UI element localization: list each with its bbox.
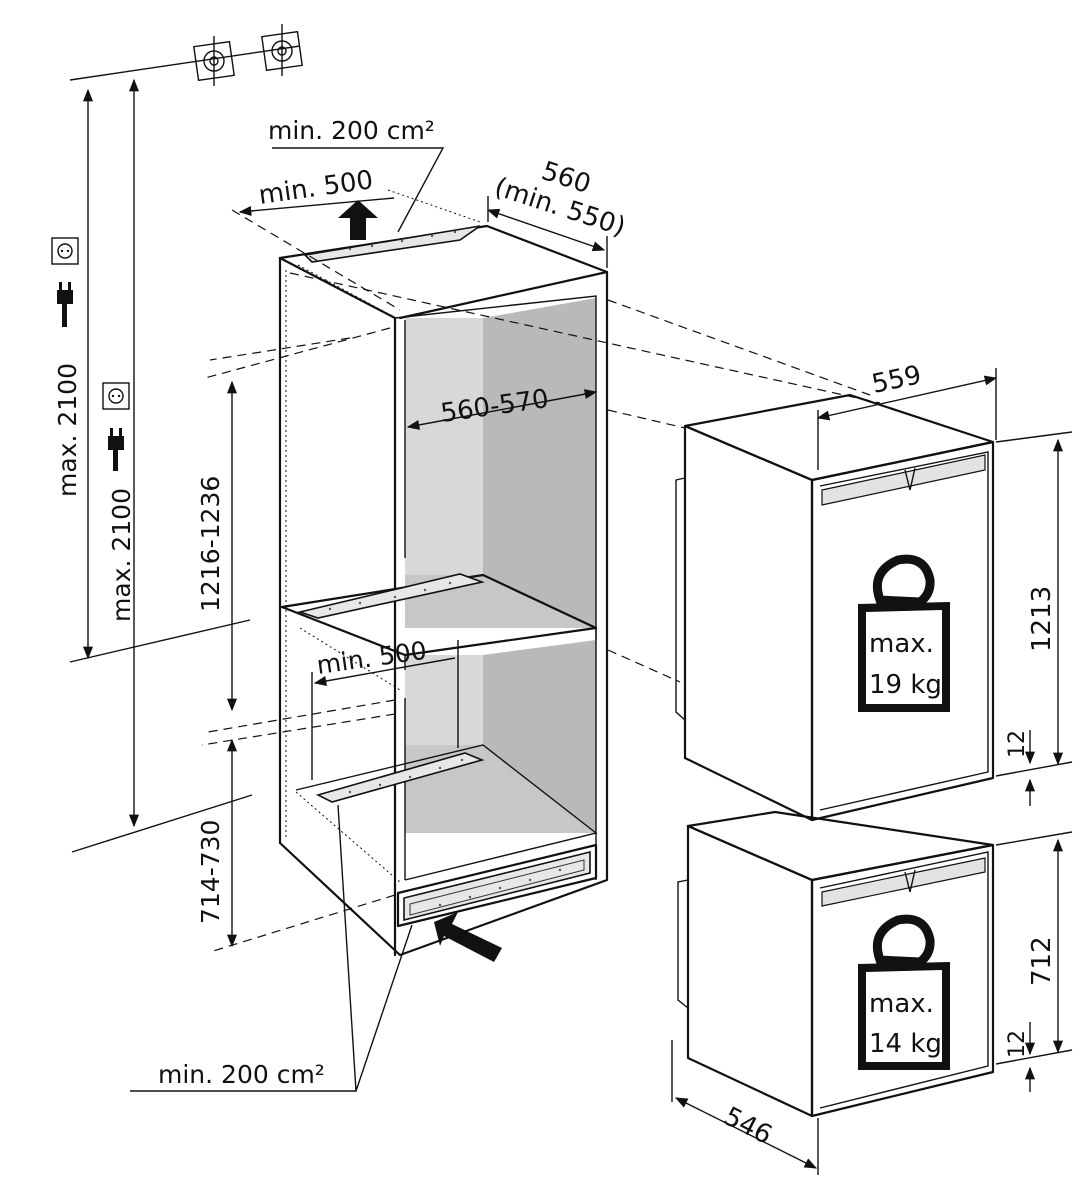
socket-height-label-2: max. 2100: [107, 488, 136, 622]
upper-width-label: 559: [869, 360, 924, 400]
weight-icon-lower: [858, 914, 950, 1070]
upper-height-label: 1213: [1027, 586, 1057, 652]
airflow-in-arrow: [434, 912, 502, 962]
socket-symbol-upper: [51, 237, 79, 265]
lower-appliance: [677, 810, 995, 1118]
outlet-crosshair-icon-1: [193, 36, 235, 86]
lower-weight-line1: max.: [869, 989, 934, 1019]
lower-gap-label: 12: [1005, 1030, 1030, 1058]
upper-weight-line1: max.: [869, 629, 934, 659]
socket-symbol-lower: [102, 382, 130, 410]
lower-weight-line2: 14 kg: [869, 1029, 942, 1059]
plug-icon-upper: [57, 282, 73, 327]
top-vent-label: min. 200 cm²: [268, 116, 435, 145]
airflow-out-arrow: [338, 200, 378, 240]
outlet-crosshair-icon-2: [261, 24, 303, 76]
weight-icon-upper: [858, 554, 950, 712]
upper-niche-height-label: 1216-1236: [196, 476, 225, 612]
socket-height-label-1: max. 2100: [53, 363, 82, 497]
niche-cabinet: [278, 224, 609, 957]
lower-height-label: 712: [1027, 936, 1057, 986]
bottom-vent-label: min. 200 cm²: [158, 1060, 325, 1089]
plug-icon-lower: [108, 428, 124, 471]
upper-appliance: [675, 393, 995, 822]
lower-niche-height-label: 714-730: [196, 820, 225, 924]
upper-weight-line2: 19 kg: [869, 670, 942, 700]
upper-gap-label: 12: [1005, 730, 1030, 758]
